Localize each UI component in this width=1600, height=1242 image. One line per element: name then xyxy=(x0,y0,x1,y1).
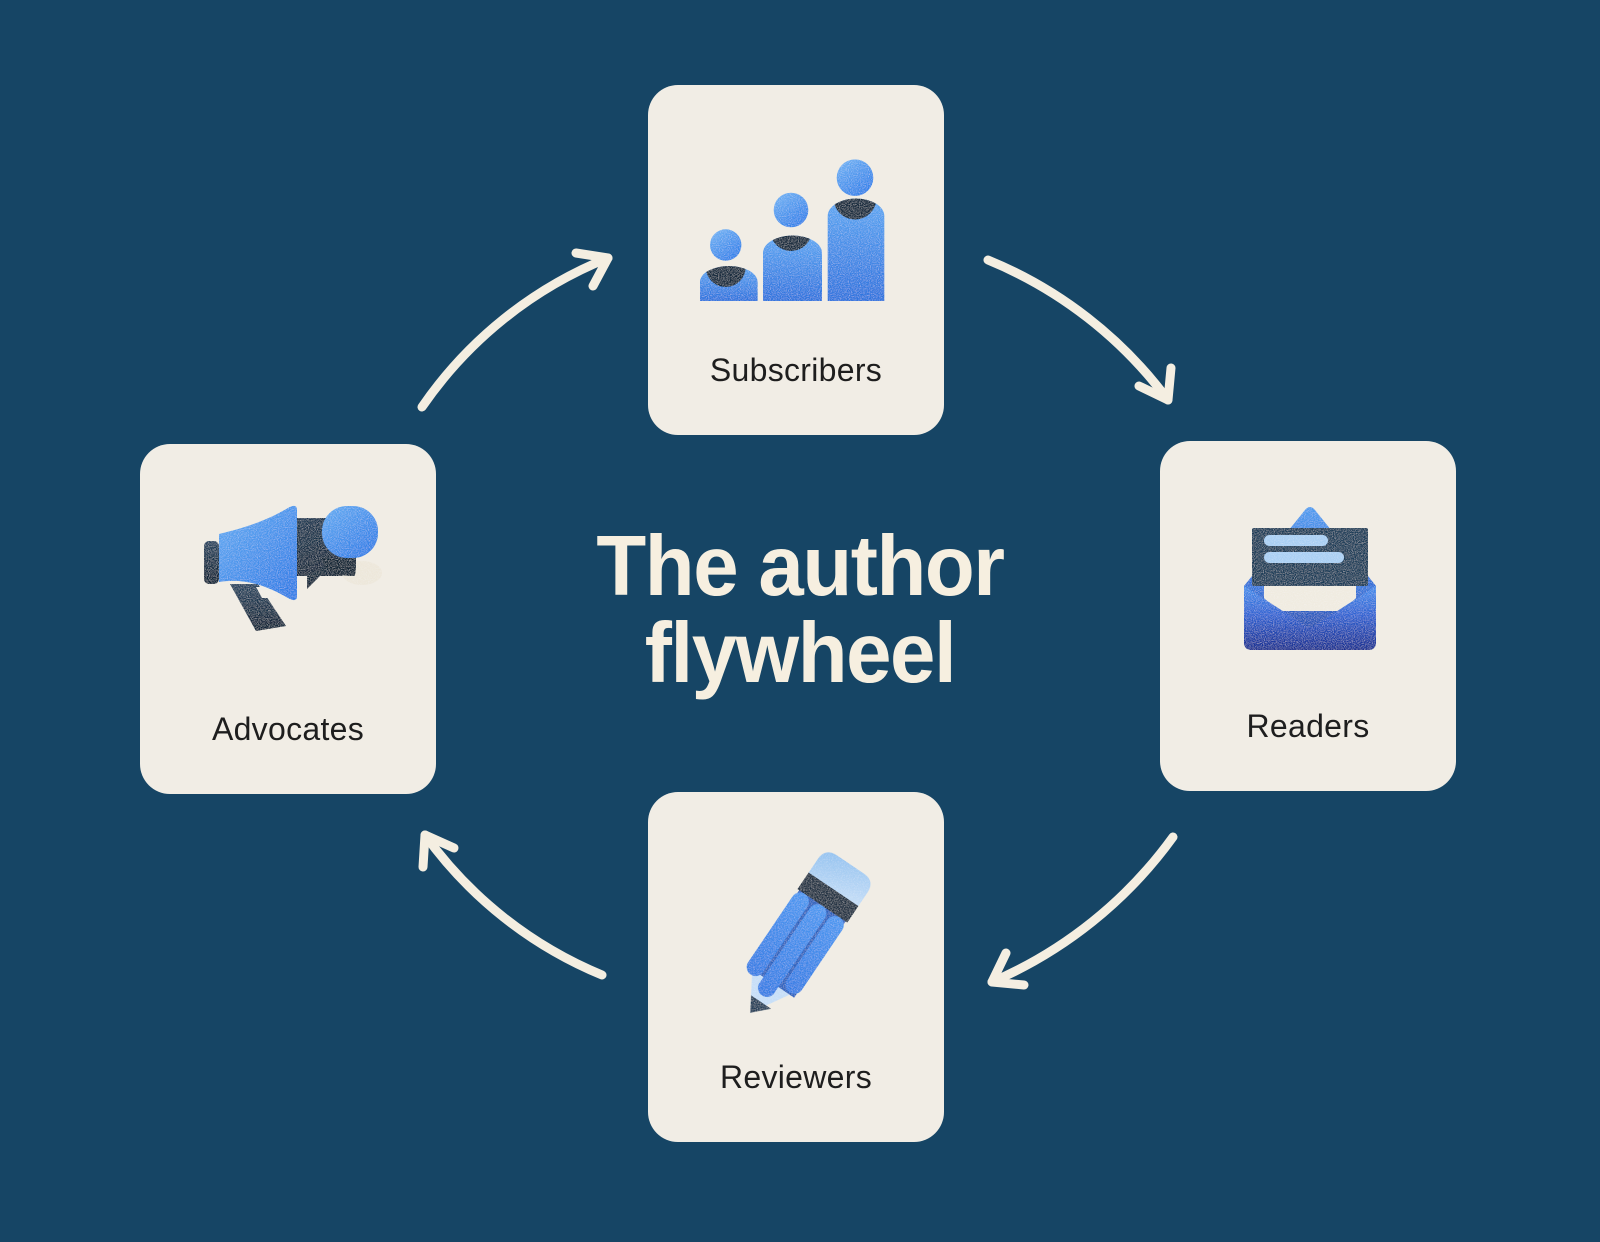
card-reviewers: Reviewers xyxy=(648,792,944,1142)
card-advocates: Advocates xyxy=(140,444,436,794)
card-label-advocates: Advocates xyxy=(211,711,365,747)
arrow-advocates-to-subscribers xyxy=(417,248,613,412)
card-label-subscribers: Subscribers xyxy=(709,352,883,388)
people-growth-icon xyxy=(700,159,885,301)
card-subscribers: Subscribers xyxy=(648,85,944,435)
card-label-reviewers: Reviewers xyxy=(719,1059,873,1095)
arrow-readers-to-reviewers xyxy=(987,832,1178,990)
title-line-2: flywheel xyxy=(644,605,957,701)
title-line-1: The author xyxy=(596,519,1005,614)
pencil-icon xyxy=(746,852,871,1013)
megaphone-icon xyxy=(204,505,382,631)
card-label-readers: Readers xyxy=(1246,708,1370,744)
arrow-subscribers-to-readers xyxy=(983,255,1176,405)
arrow-reviewers-to-advocates xyxy=(418,830,607,980)
page-title: The author flywheel xyxy=(464,519,1136,701)
open-envelope-icon xyxy=(1244,507,1376,650)
card-readers: Readers xyxy=(1160,441,1456,791)
